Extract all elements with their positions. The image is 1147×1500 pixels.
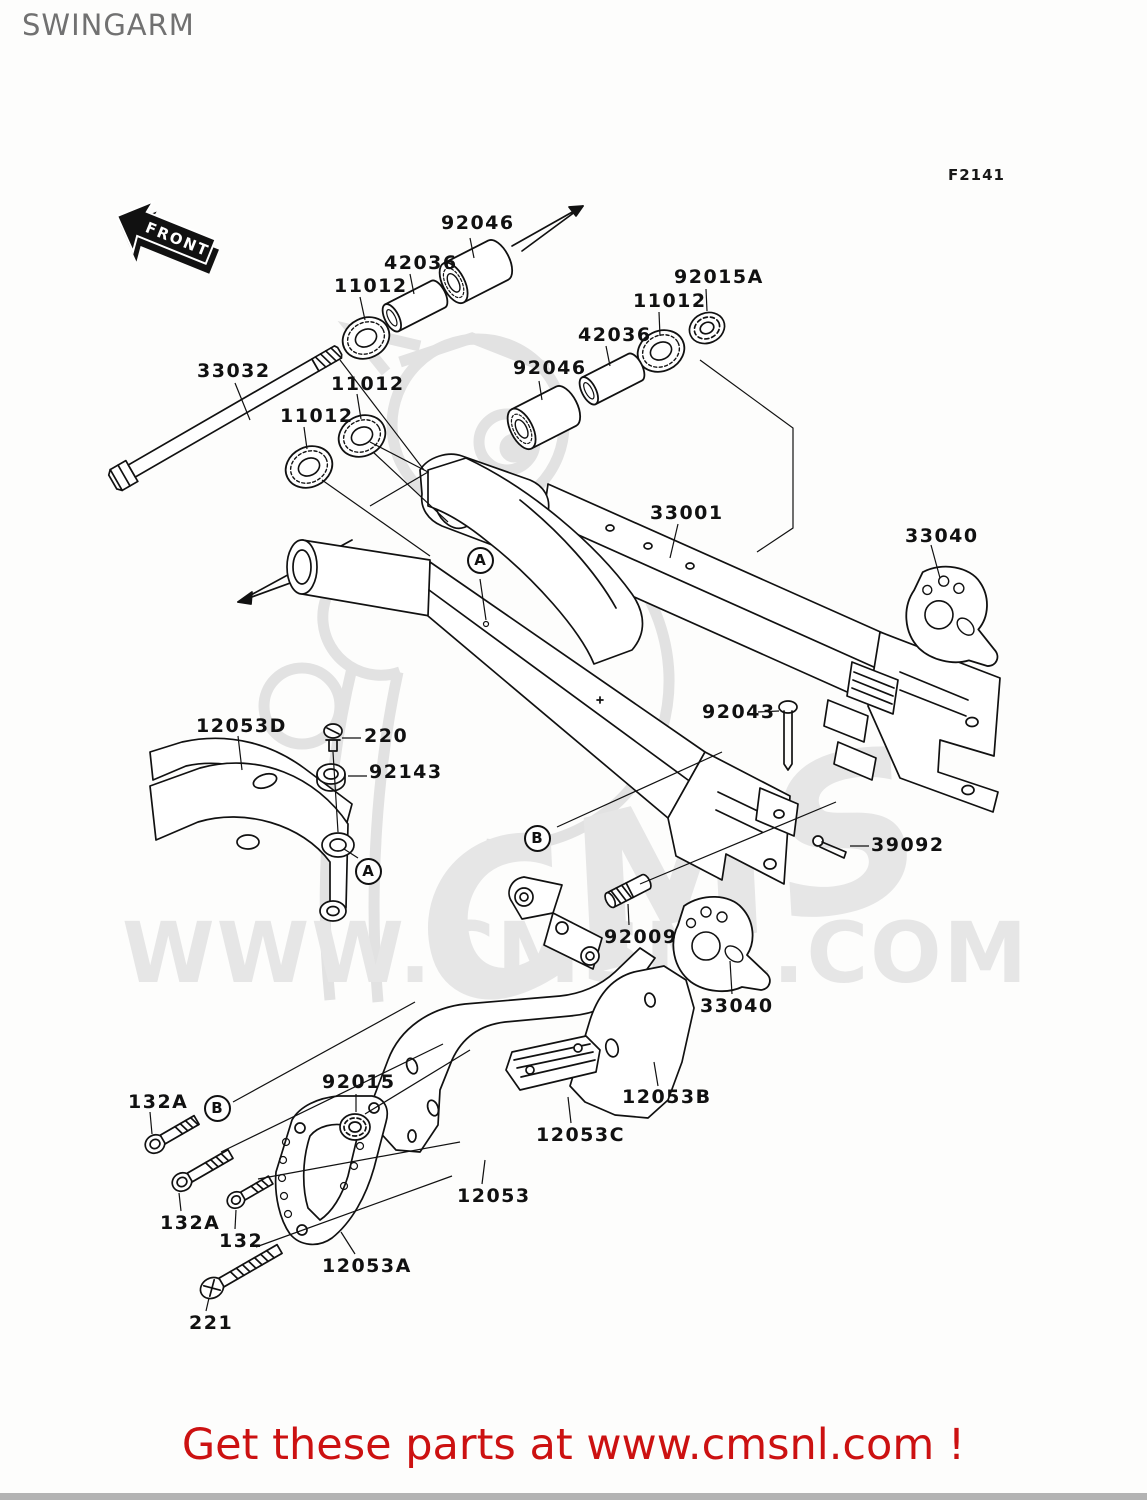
part-callout-33040: 33040 — [905, 525, 979, 547]
part-callout-92015: 92015 — [322, 1071, 396, 1093]
bolt-132a — [144, 1114, 200, 1155]
bolt-221 — [199, 1243, 283, 1300]
reference-marker-A: A — [466, 546, 494, 574]
part-callout-11012: 11012 — [331, 373, 405, 395]
reference-marker-A: A — [354, 857, 382, 885]
bolt-132a — [171, 1148, 234, 1193]
part-callout-132A: 132A — [160, 1212, 221, 1234]
part-callout-92046: 92046 — [441, 212, 515, 234]
screw-220 — [323, 723, 343, 752]
part-callout-33040: 33040 — [700, 995, 774, 1017]
bearing-11012 — [277, 437, 341, 497]
reference-arrow-top — [511, 205, 584, 252]
part-callout-132A: 132A — [128, 1091, 189, 1113]
part-callout-92009: 92009 — [604, 926, 678, 948]
reference-marker-B: B — [523, 824, 551, 852]
part-callout-92143: 92143 — [369, 761, 443, 783]
diagram-code: F2141 — [948, 166, 1005, 184]
part-callout-33001: 33001 — [650, 502, 724, 524]
stud-92009 — [604, 873, 652, 909]
footer-promo-link[interactable]: Get these parts at www.cmsnl.com ! — [181, 1420, 966, 1470]
part-callout-221: 221 — [189, 1312, 234, 1334]
chain-guard-12053a — [274, 1095, 389, 1246]
part-callout-12053D: 12053D — [196, 715, 287, 737]
part-callout-12053B: 12053B — [622, 1086, 712, 1108]
clip-39092 — [812, 835, 847, 859]
part-callout-11012: 11012 — [633, 290, 707, 312]
pin-92043 — [778, 700, 798, 771]
nut-92015 — [339, 1113, 371, 1141]
part-callout-11012: 11012 — [334, 275, 408, 297]
part-callout-11012: 11012 — [280, 405, 354, 427]
leader-lines — [149, 237, 941, 1312]
part-callout-92046: 92046 — [513, 357, 587, 379]
part-callout-33032: 33032 — [197, 360, 271, 382]
swingarm-body-33001 — [286, 453, 1001, 885]
front-direction-arrow: FRONT — [115, 199, 219, 274]
part-callout-92043: 92043 — [702, 701, 776, 723]
part-callout-12053A: 12053A — [322, 1255, 412, 1277]
part-callout-39092: 39092 — [871, 834, 945, 856]
bottom-edge-bar — [0, 1493, 1147, 1500]
part-callout-42036: 42036 — [384, 252, 458, 274]
bolt-132 — [226, 1175, 274, 1210]
part-callout-12053: 12053 — [457, 1185, 531, 1207]
page-title: SWINGARM — [22, 8, 195, 42]
wear-pad-12053c — [505, 1035, 601, 1091]
part-callout-220: 220 — [364, 725, 409, 747]
reference-marker-B: B — [203, 1094, 231, 1122]
part-callout-12053C: 12053C — [536, 1124, 626, 1146]
part-callout-132: 132 — [219, 1230, 264, 1252]
nut-92015a — [688, 311, 726, 345]
sleeve-42036 — [574, 349, 650, 409]
part-callout-92015A: 92015A — [674, 266, 764, 288]
chain-slider-12053d — [149, 737, 355, 922]
part-callout-42036: 42036 — [578, 324, 652, 346]
pivot-shaft-33032 — [107, 345, 343, 492]
chain-guard-12053b — [508, 876, 695, 1119]
